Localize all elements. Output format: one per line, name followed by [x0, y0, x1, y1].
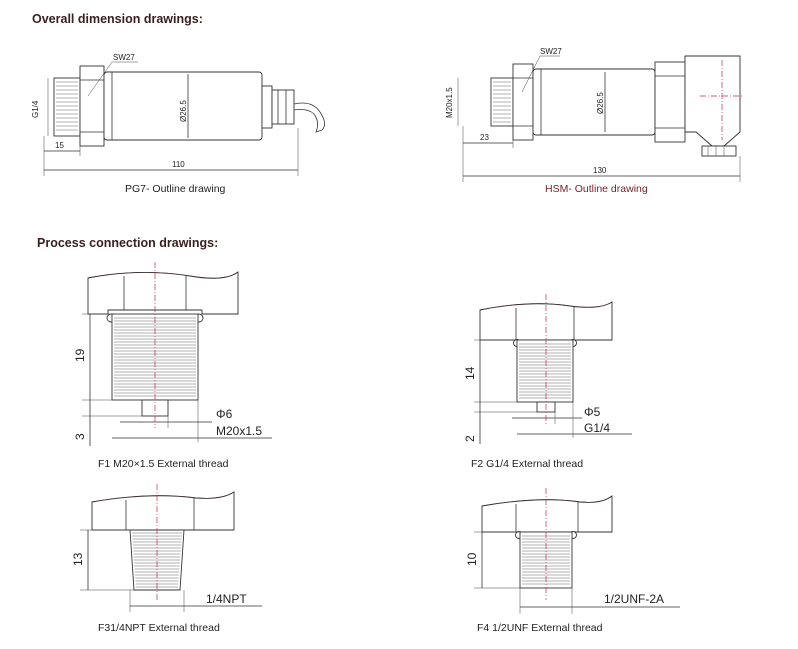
hsm-dim-short: 23	[480, 133, 489, 142]
f2-height-label: 14	[463, 366, 477, 380]
hsm-hex-nut	[512, 63, 534, 141]
pg7-gland	[271, 89, 295, 125]
f2-thread-label: G1/4	[584, 421, 610, 435]
pg7-gland-base	[261, 85, 273, 129]
f3-caption: F31/4NPT External thread	[98, 622, 220, 634]
hsm-thread-label: M20x1.5	[445, 87, 454, 118]
pg7-dim-total: 110	[172, 160, 185, 169]
f4-height-label: 10	[465, 552, 479, 566]
f1-tip-label: 3	[73, 433, 87, 440]
f3-hex-body	[91, 491, 235, 531]
hsm-dim-total: 130	[593, 166, 607, 175]
f2-bore-label: Φ5	[584, 405, 601, 419]
f4-caption: F4 1/2UNF External thread	[477, 622, 603, 634]
pg7-thread-label: G1/4	[31, 100, 40, 118]
f4-connection-drawing: 10 1/2UNF-2A	[465, 488, 680, 614]
hsm-connector-housing	[684, 55, 741, 147]
hsm-diameter-label: Ø26.5	[596, 92, 605, 114]
hsm-connector-plug	[701, 145, 737, 157]
f1-bore-label: Φ6	[216, 407, 233, 421]
pg7-caption: PG7- Outline drawing	[125, 183, 226, 195]
f2-connection-drawing: 14 2 Φ5 G1/4	[463, 294, 632, 444]
hsm-outline-drawing: SW27 Ø26.5 M20x1.5 23 130	[445, 47, 744, 182]
pg7-diameter-label: Ø26.5	[179, 100, 188, 122]
pg7-sw-label: SW27	[113, 53, 135, 62]
f3-thread-label: 1/4NPT	[206, 592, 247, 606]
f4-hex-body	[481, 495, 613, 533]
hsm-caption: HSM- Outline drawing	[545, 183, 648, 195]
f2-caption: F2 G1/4 External thread	[471, 458, 584, 470]
f3-connection-drawing: 13 1/4NPT	[71, 484, 262, 612]
hsm-main-body	[532, 68, 656, 136]
f1-thread-label: M20x1.5	[216, 424, 262, 438]
pg7-thread-body	[53, 77, 81, 137]
f1-caption: F1 M20×1.5 External thread	[98, 458, 229, 470]
f2-tip-label: 2	[463, 435, 477, 442]
f1-height-label: 19	[73, 348, 87, 362]
pg7-outline-drawing: SW27 Ø26.5 G1/4 15 110	[31, 53, 325, 176]
hsm-sw-label: SW27	[540, 47, 562, 56]
pg7-dim-short: 15	[55, 141, 64, 150]
pg7-cable	[293, 102, 325, 133]
process-connection-heading: Process connection drawings:	[37, 236, 219, 250]
f3-height-label: 13	[71, 552, 85, 566]
hsm-connector-nut	[654, 61, 686, 143]
overall-dimension-heading: Overall dimension drawings:	[32, 12, 203, 26]
f4-thread-label: 1/2UNF-2A	[604, 592, 664, 606]
f1-hex-body	[87, 271, 239, 315]
f1-connection-drawing: 19 3 Φ6 M20x1.5	[73, 262, 272, 446]
